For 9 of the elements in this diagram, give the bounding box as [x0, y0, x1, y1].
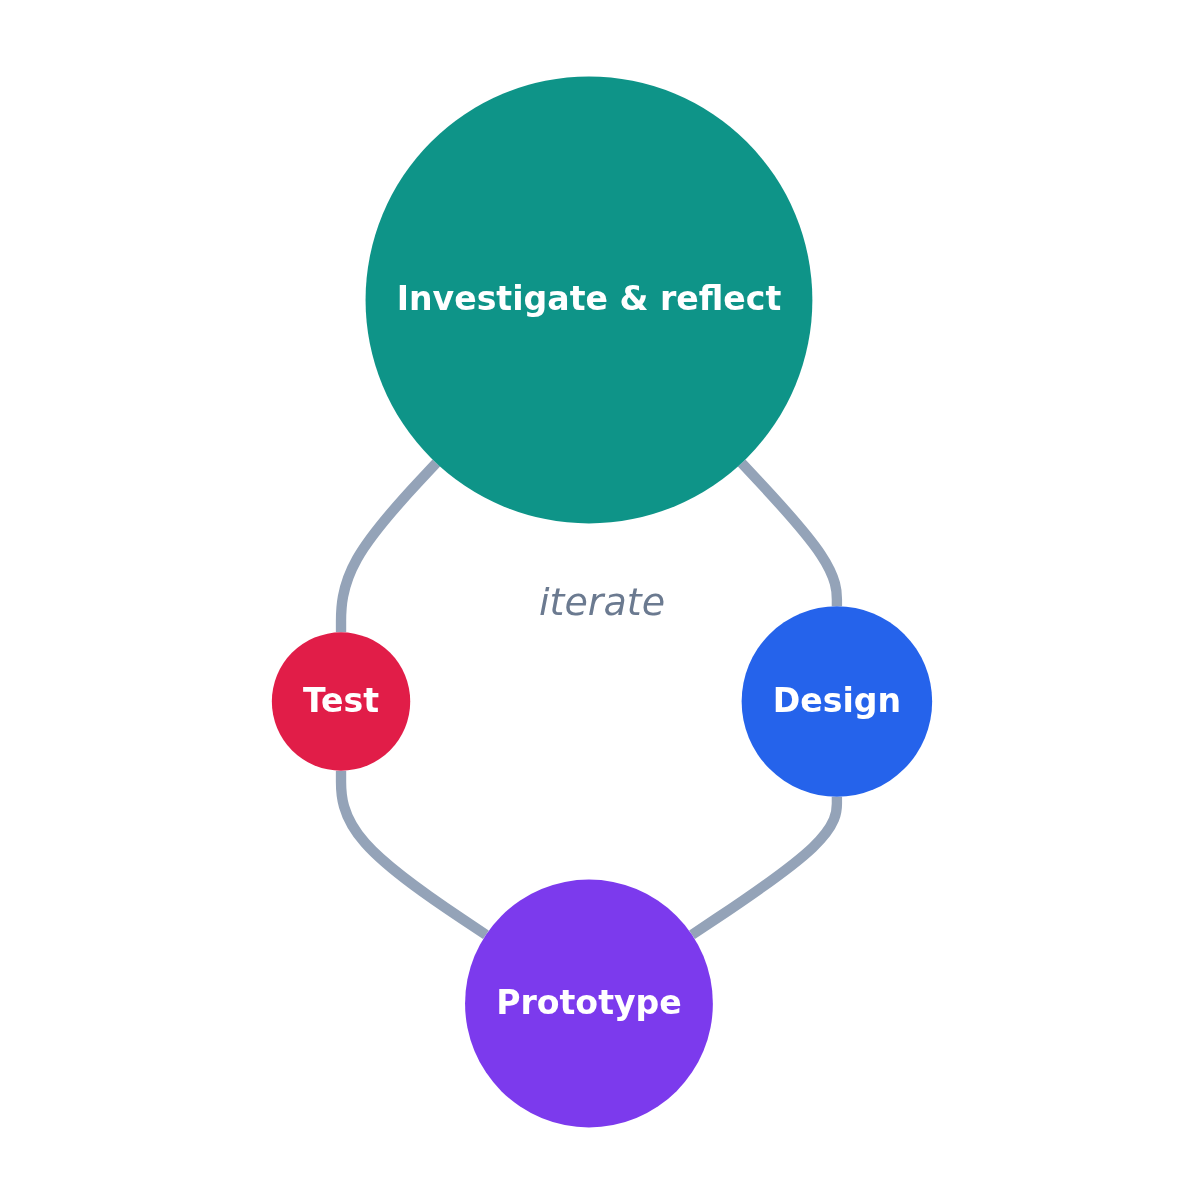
connector — [335, 459, 441, 633]
connector — [689, 796, 843, 940]
connector — [335, 770, 489, 940]
node-circle: Prototype — [465, 879, 713, 1128]
node-circle: Investigate & reflect — [365, 76, 813, 524]
cycle-label: iterate — [539, 580, 665, 624]
node-circle: Test — [271, 632, 411, 771]
node-circle: Design — [741, 606, 933, 797]
connector — [737, 459, 843, 607]
